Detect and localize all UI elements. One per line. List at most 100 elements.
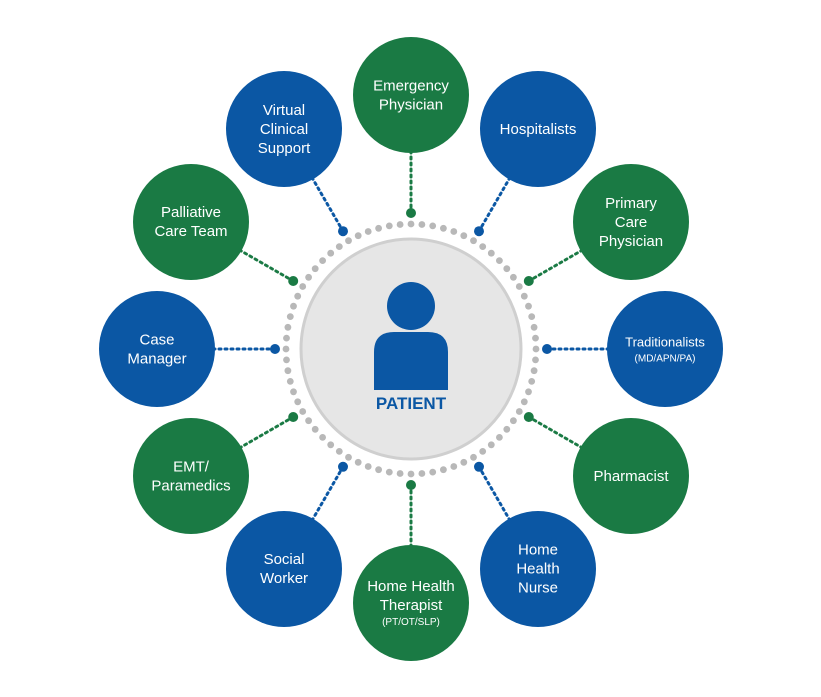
junction-dot-emt-paramedics <box>288 412 299 422</box>
node-label-line: Support <box>258 140 311 157</box>
ring-dot <box>460 232 468 240</box>
ring-dot <box>335 448 343 455</box>
junction-dot-case-manager <box>270 344 280 354</box>
ring-dot <box>294 398 302 406</box>
ring-dot <box>327 441 335 449</box>
node-label-line: Traditionalists <box>625 334 705 349</box>
node-circle <box>480 71 596 187</box>
ring-dot <box>418 221 426 228</box>
ring-dot <box>532 345 540 353</box>
ring-dot <box>450 463 458 470</box>
ring-dot <box>530 323 538 331</box>
node-label-line: Manager <box>127 350 186 367</box>
node-label-line: Virtual <box>263 102 305 119</box>
ring-dot <box>520 398 528 406</box>
node-label-line: Worker <box>260 570 308 587</box>
connector-home-health-nurse <box>477 465 512 522</box>
node-label-line: Nurse <box>518 580 558 597</box>
ring-dot <box>345 237 352 245</box>
ring-dot <box>530 367 538 375</box>
node-pharmacist: Pharmacist <box>573 418 689 534</box>
node-circle <box>353 37 469 153</box>
ring-dot <box>520 292 528 300</box>
ring-dot <box>283 334 290 342</box>
ring-dot <box>385 222 393 230</box>
ring-dot <box>284 323 292 331</box>
ring-dot <box>283 356 290 364</box>
node-label-line: Social <box>264 551 305 568</box>
node-label-line: Care Team <box>154 223 227 240</box>
ring-dot <box>528 313 536 320</box>
ring-dot <box>335 243 343 251</box>
ring-dot <box>299 283 307 290</box>
junction-dot-hospitalists <box>474 226 484 237</box>
ring-dot <box>515 283 523 290</box>
node-label-line: Care <box>615 214 648 231</box>
ring-dot <box>510 417 517 425</box>
ring-dot <box>364 463 372 470</box>
junction-dot-traditionalists <box>542 344 552 354</box>
ring-dot <box>305 417 312 425</box>
ring-dot <box>311 265 319 273</box>
connector-hospitalists <box>477 176 512 233</box>
ring-dot <box>345 453 352 461</box>
ring-dot <box>290 302 297 310</box>
ring-dot <box>282 345 290 353</box>
ring-dot <box>429 222 437 230</box>
ring-dot <box>396 221 404 228</box>
ring-dot <box>407 470 415 478</box>
ring-dot <box>327 249 335 257</box>
ring-dot <box>284 367 292 375</box>
node-circle <box>133 418 249 534</box>
ring-dot <box>525 302 532 310</box>
node-label-line: Clinical <box>260 121 308 138</box>
connector-social-worker <box>310 465 345 522</box>
ring-dot <box>299 408 307 415</box>
junction-dot-palliative-care-team <box>288 276 299 286</box>
connector-pharmacist <box>527 415 584 450</box>
ring-dot <box>525 388 532 396</box>
connector-virtual-clinical-support <box>310 176 345 233</box>
person-head <box>387 282 435 330</box>
ring-dot <box>286 313 294 320</box>
node-circle <box>99 291 215 407</box>
ring-dot <box>470 237 477 245</box>
ring-dot <box>510 273 517 281</box>
ring-dot <box>496 257 503 264</box>
junction-dot-home-health-nurse <box>474 461 484 472</box>
ring-dot <box>515 408 523 415</box>
node-label-line: Case <box>139 331 174 348</box>
junction-dot-pharmacist <box>523 412 534 422</box>
ring-dot <box>528 378 536 385</box>
ring-dot <box>470 453 477 461</box>
connector-palliative-care-team <box>238 248 295 283</box>
ring-dot <box>532 356 539 364</box>
node-circle <box>480 511 596 627</box>
care-team-nodes: EmergencyPhysicianHospitalistsPrimaryCar… <box>99 37 723 661</box>
node-circle <box>573 418 689 534</box>
node-circle <box>573 164 689 280</box>
ring-dot <box>440 466 447 474</box>
node-label-line: Home <box>518 542 558 559</box>
ring-dot <box>487 441 495 449</box>
ring-dot <box>375 466 382 474</box>
ring-dot <box>319 257 326 264</box>
node-circle <box>607 291 723 407</box>
junction-dot-primary-care-physician <box>523 276 534 286</box>
node-label-line: Health <box>516 561 559 578</box>
ring-dot <box>496 434 503 441</box>
ring-dot <box>503 425 511 433</box>
ring-dot <box>311 425 319 433</box>
ring-dot <box>364 228 372 235</box>
ring-dot <box>286 378 294 385</box>
node-label-line: Paramedics <box>151 477 230 494</box>
